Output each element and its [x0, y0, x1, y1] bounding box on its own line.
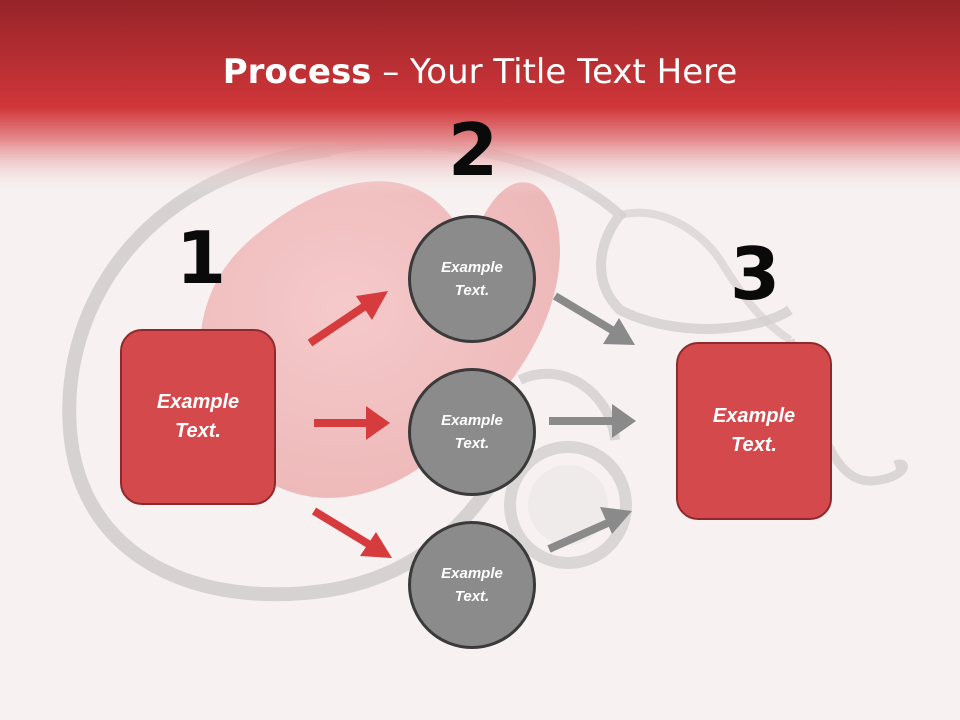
- title-rest: – Your Title Text Here: [371, 52, 738, 92]
- gray-arrow-up: [547, 507, 632, 553]
- step-number-2: 2: [448, 108, 499, 192]
- step-number-3: 3: [730, 232, 781, 316]
- header-band: [0, 0, 960, 195]
- step-number-1: 1: [176, 216, 227, 300]
- gray-arrow-down: [552, 292, 635, 345]
- step-3-box: Example Text.: [676, 342, 832, 520]
- red-arrow-right: [314, 406, 390, 440]
- circle-middle: Example Text.: [408, 368, 536, 496]
- step-1-box: Example Text.: [120, 329, 276, 505]
- red-arrow-down: [311, 507, 392, 558]
- stethoscope-chestpiece: [504, 441, 632, 569]
- circle-bottom: Example Text.: [408, 521, 536, 649]
- title-bold: Process: [222, 52, 372, 92]
- page-title: Process – Your Title Text Here: [0, 52, 960, 92]
- red-arrow-up: [307, 291, 388, 347]
- circle-top: Example Text.: [408, 215, 536, 343]
- gray-arrow-right: [549, 404, 636, 438]
